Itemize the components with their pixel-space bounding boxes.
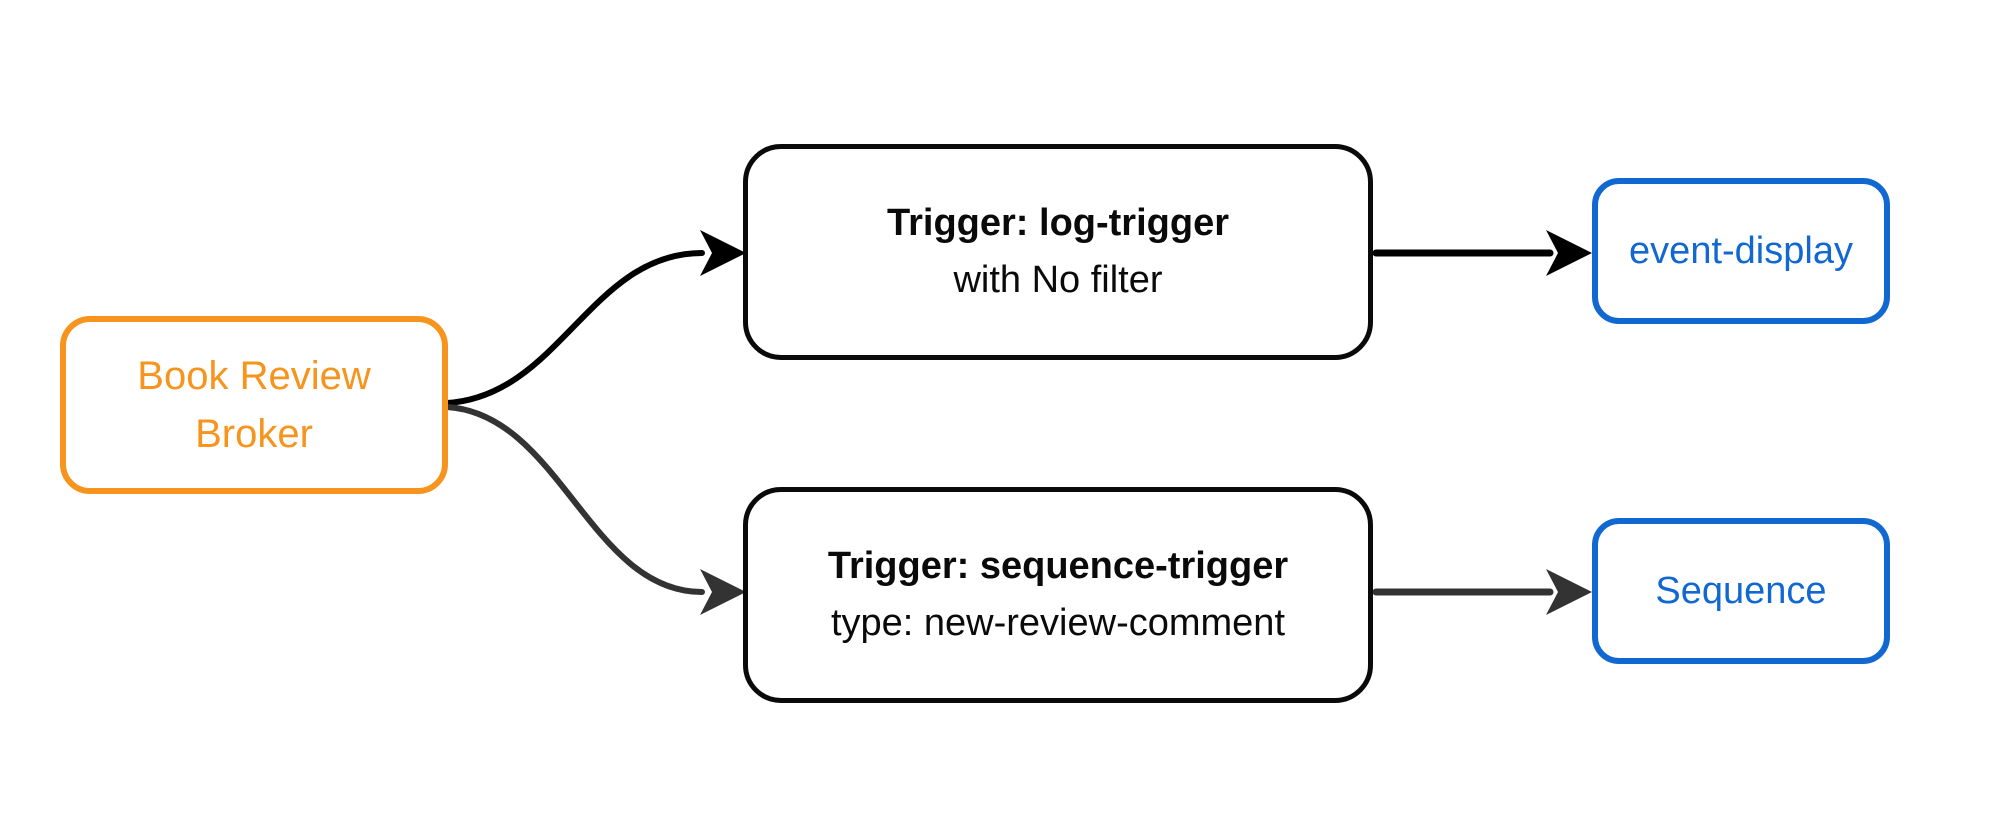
node-event-display: event-display: [1592, 178, 1890, 324]
node-log-trigger: Trigger: log-trigger with No filter: [743, 144, 1373, 360]
arrowhead-sequence-trigger-to-sequence-icon: [1546, 569, 1592, 615]
edge-sequence-trigger-to-sequence: [1372, 569, 1592, 615]
edge-broker-to-sequence-trigger: [444, 404, 746, 615]
event-display-label: event-display: [1629, 229, 1853, 272]
edge-broker-to-log-trigger-line: [444, 250, 705, 406]
edge-broker-to-sequence-trigger-line: [444, 404, 705, 595]
sequence-trigger-title: Trigger: sequence-trigger: [827, 545, 1289, 587]
broker-label-line2: Broker: [195, 412, 313, 456]
edge-log-trigger-to-event-display: [1372, 230, 1592, 276]
node-sequence-trigger: Trigger: sequence-trigger type: new-revi…: [743, 487, 1373, 703]
node-sequence: Sequence: [1592, 518, 1890, 664]
arrowhead-log-trigger-to-event-display-icon: [1546, 230, 1592, 276]
arrowhead-broker-to-log-trigger-icon: [700, 230, 746, 276]
broker-label-line1: Book Review: [137, 354, 371, 398]
log-trigger-subtitle: with No filter: [953, 259, 1163, 301]
sequence-label: Sequence: [1655, 569, 1827, 612]
arrowhead-broker-to-sequence-trigger-icon: [700, 569, 746, 615]
log-trigger-title: Trigger: log-trigger: [887, 202, 1229, 244]
sequence-trigger-subtitle: type: new-review-comment: [830, 602, 1286, 644]
edge-broker-to-log-trigger: [444, 230, 746, 406]
node-broker: Book Review Broker: [60, 316, 448, 494]
